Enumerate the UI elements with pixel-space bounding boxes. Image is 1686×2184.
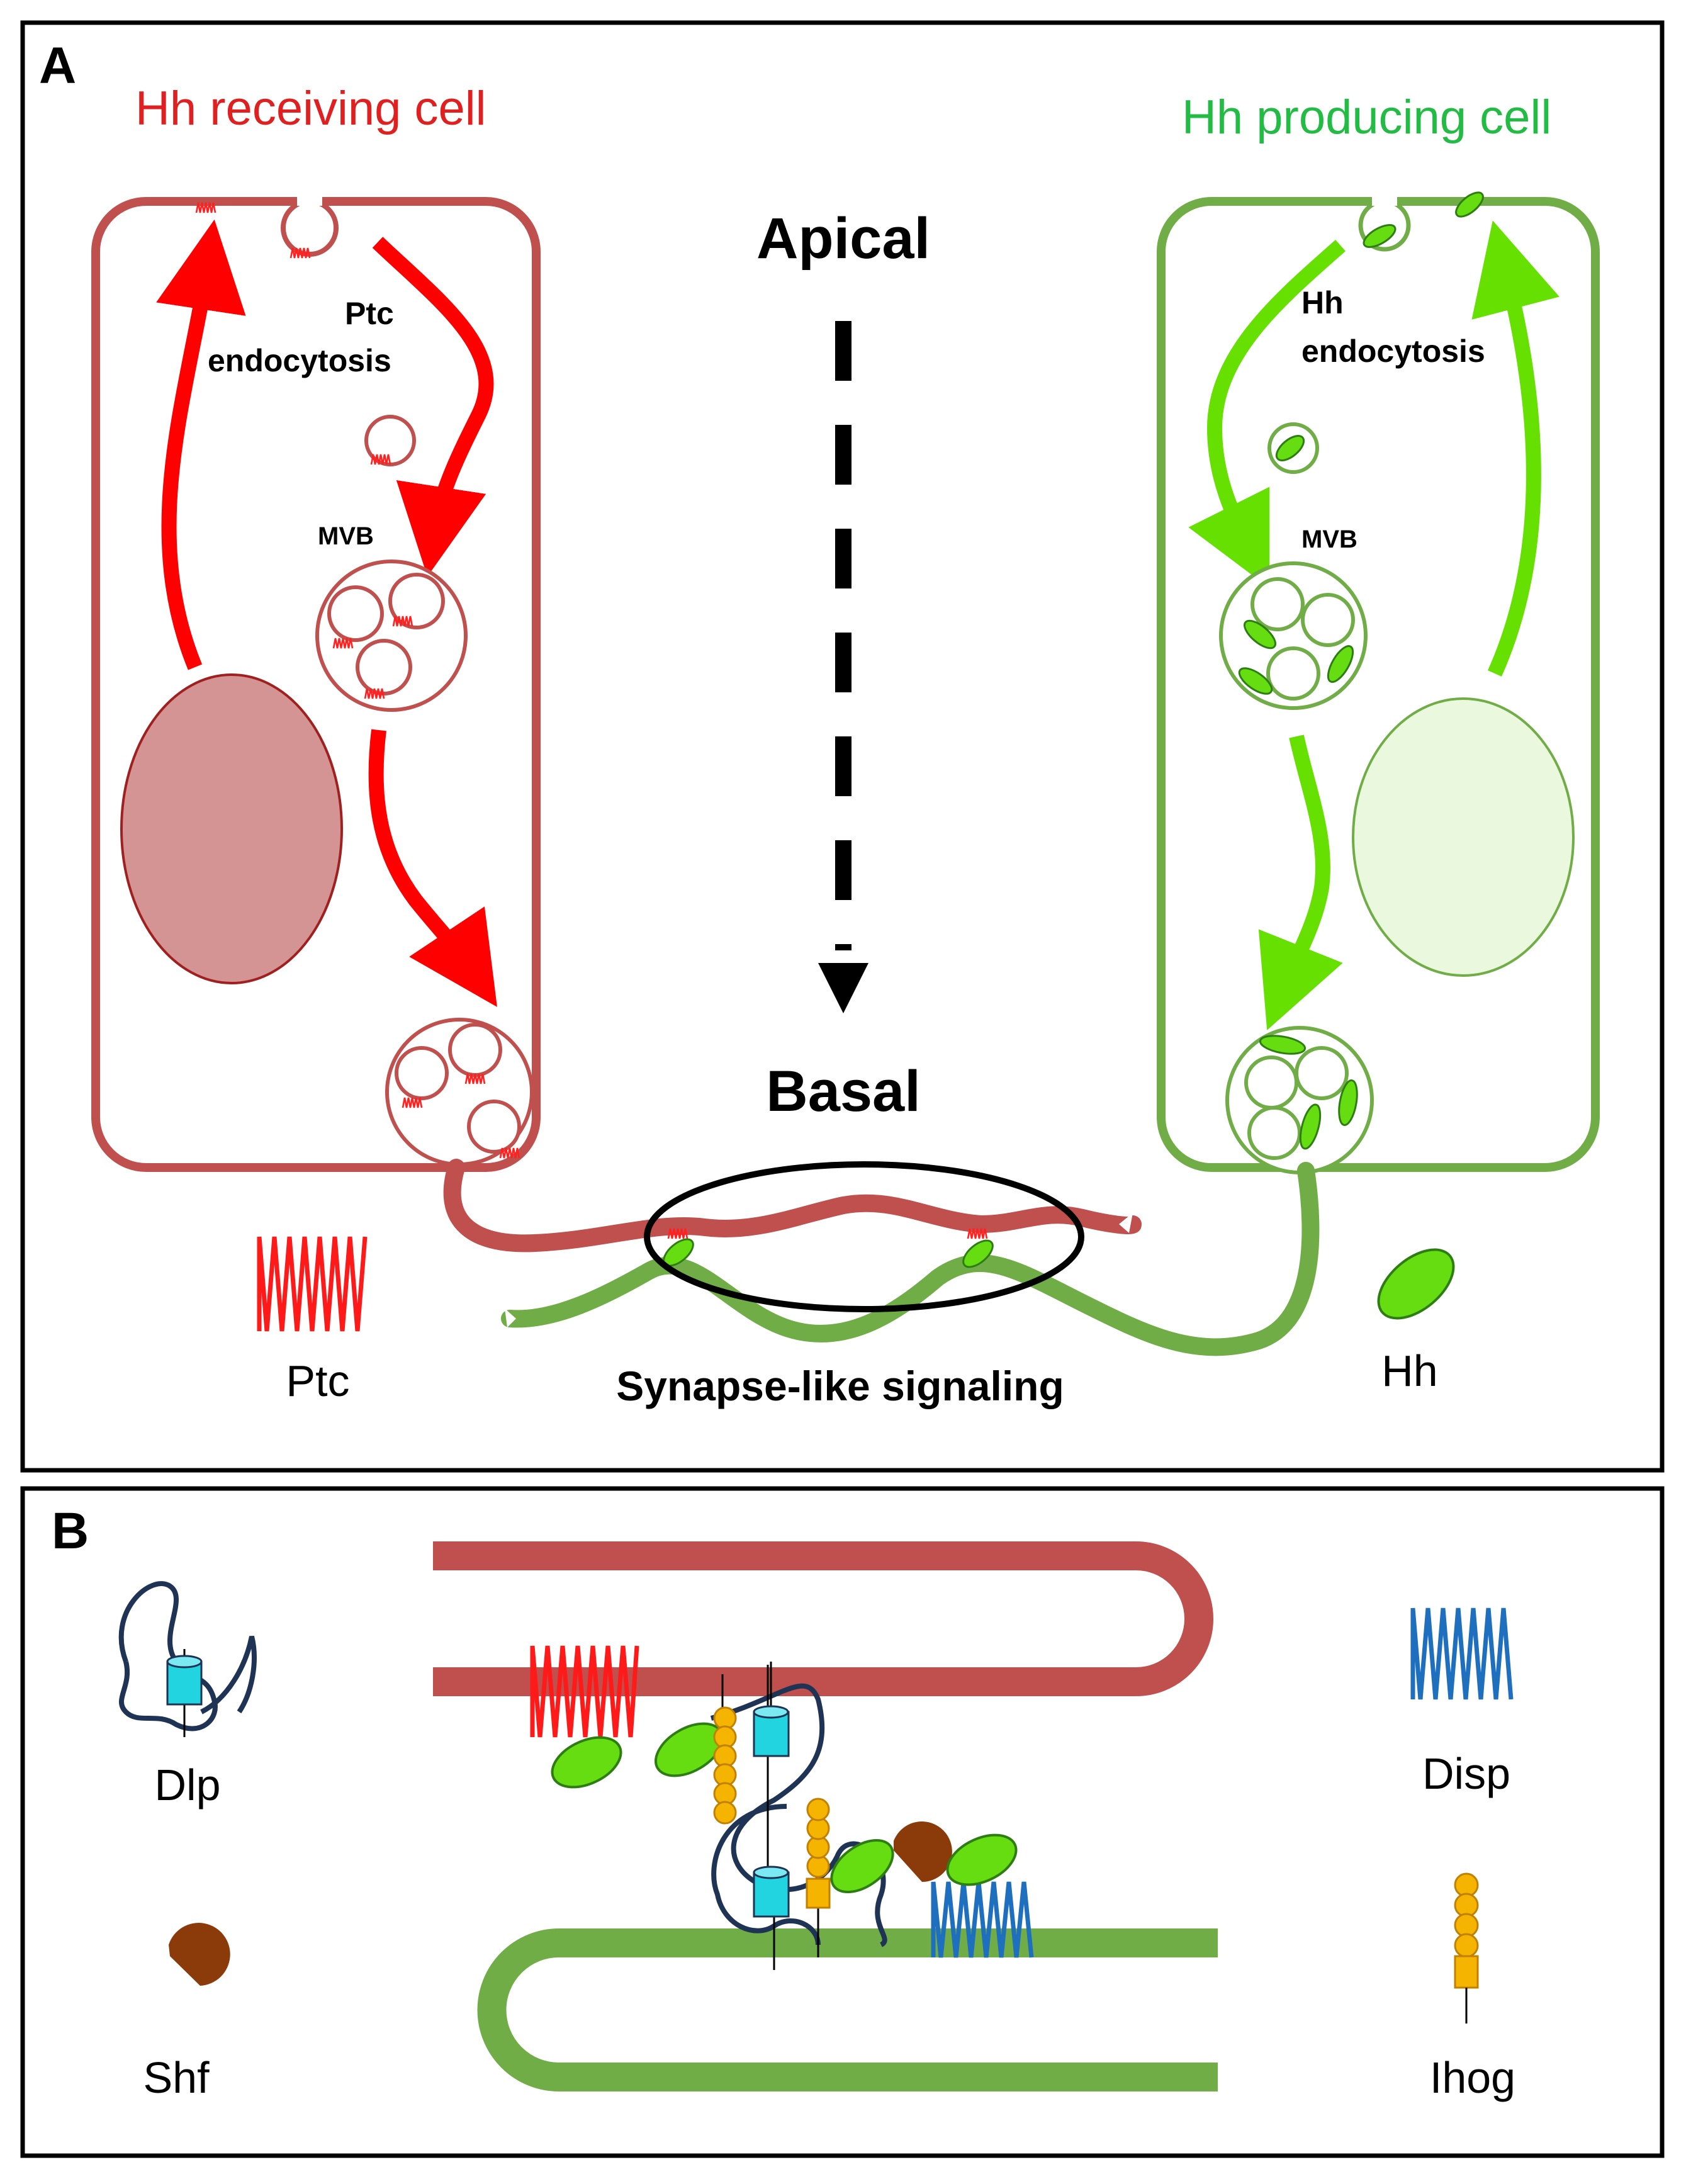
receiving-cell-nucleus (120, 673, 343, 984)
legend-disp-icon (1410, 1607, 1514, 1700)
synapse-label: Synapse-like signaling (616, 1363, 1064, 1409)
receiving-recycle-arrow (156, 219, 246, 670)
legend-hh-label: Hh (1381, 1346, 1437, 1395)
apical-label: Apical (756, 206, 930, 271)
producing-endocytosis-arrow (1188, 240, 1346, 588)
legend-ptc-label: Ptc (286, 1356, 349, 1405)
legend-shf-label: Shf (143, 2053, 210, 2102)
producing-cell-nucleus (1352, 697, 1575, 977)
hh-endocytosis-label-2: endocytosis (1301, 334, 1485, 369)
ptc-endocytosis-label-2: endocytosis (208, 343, 391, 378)
dlp-complex (710, 1662, 887, 1970)
legend-ihog-icon (1454, 1872, 1479, 2024)
receiving-membrane-b (433, 1541, 1213, 1696)
producing-recycle-arrow (1471, 220, 1560, 677)
receiving-endocytosis-arrow (372, 237, 494, 577)
basal-label: Basal (766, 1059, 921, 1123)
hh-endocytosis-label-1: Hh (1301, 285, 1344, 320)
legend-hh-icon (1377, 1248, 1455, 1320)
receiving-cell-title: Hh receiving cell (135, 82, 486, 135)
legend-ptc-icon (257, 1236, 368, 1332)
ptc-endocytosis-label-1: Ptc (345, 296, 394, 331)
producing-cell-title: Hh producing cell (1182, 91, 1551, 144)
ihog-complex (713, 1674, 831, 1957)
ptc-receptor-b (530, 1645, 639, 1738)
receiving-basal-arrow (368, 729, 497, 1007)
legend-dlp-icon (118, 1581, 257, 1737)
panel-b-frame (20, 1486, 1665, 2158)
panel-a-letter: A (39, 37, 76, 94)
mvb-left-label: MVB (318, 522, 374, 550)
shf-complex (894, 1821, 952, 1882)
legend-shf-icon (169, 1923, 230, 1986)
ptc-endocytic-pit (281, 199, 339, 257)
receiving-cytoneme (443, 1159, 1142, 1252)
apical-basal-arrowhead (818, 963, 868, 1013)
legend-ihog-label: Ihog (1430, 2053, 1515, 2102)
producing-cytoneme (501, 1162, 1320, 1356)
producing-membrane-b (477, 1928, 1218, 2091)
legend-disp-label: Disp (1422, 1749, 1510, 1798)
synapse-ellipse (644, 1161, 1084, 1312)
panel-b-letter: B (52, 1502, 89, 1560)
legend-dlp-label: Dlp (154, 1760, 220, 1810)
producing-basal-arrow (1258, 735, 1343, 1030)
mvb-right-label: MVB (1301, 526, 1357, 553)
